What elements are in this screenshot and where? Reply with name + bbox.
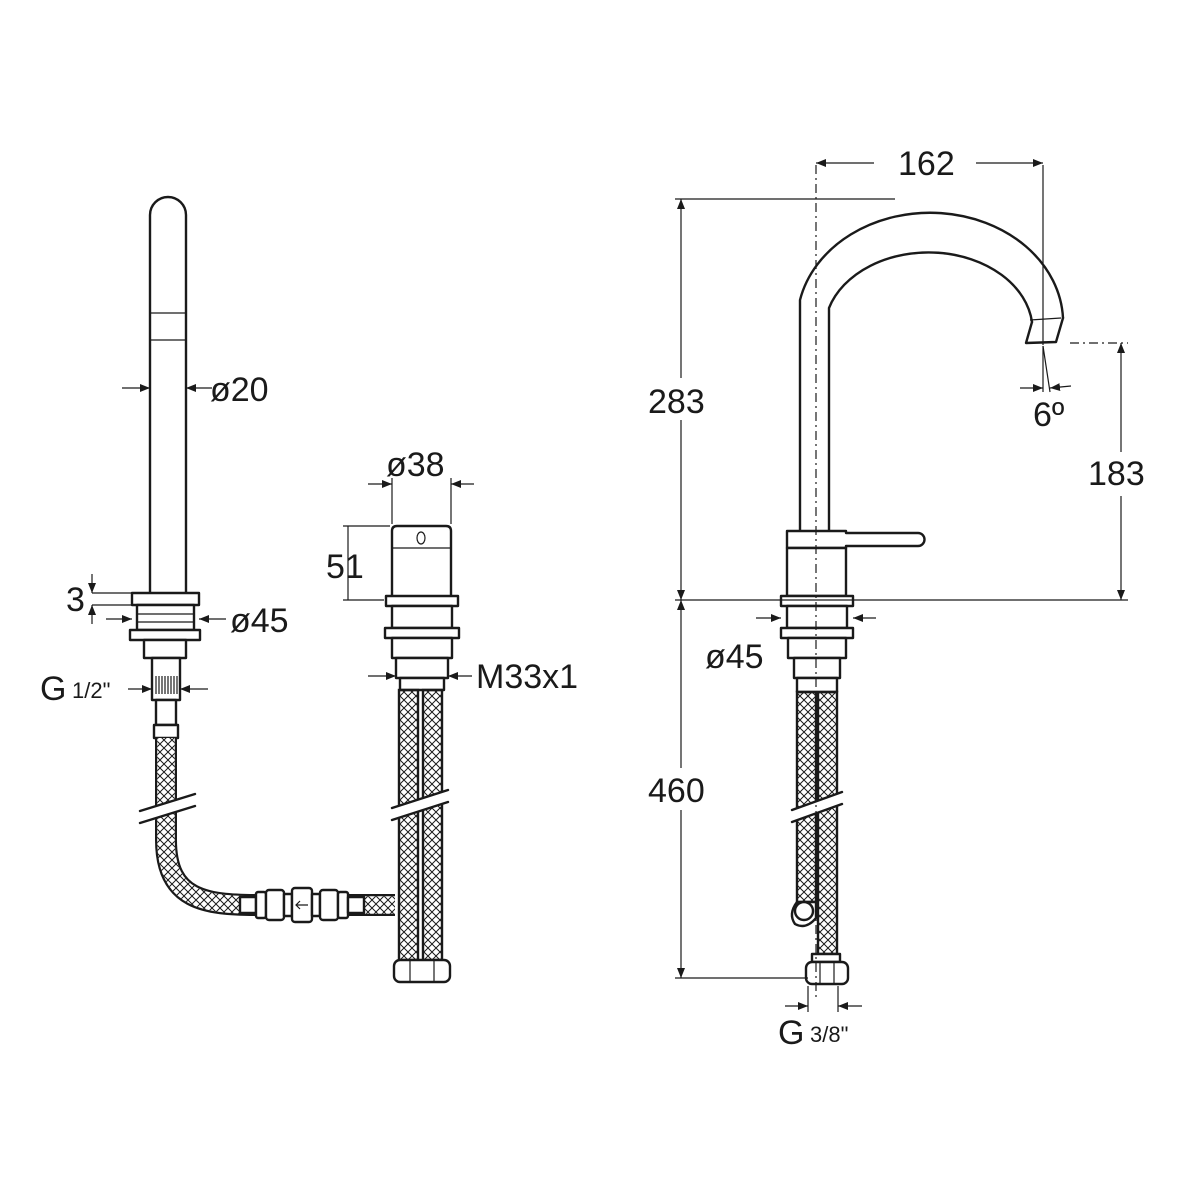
dim-base-diameter-side: ø45 — [705, 638, 764, 676]
dim-hose-length: 460 — [648, 772, 705, 810]
dim-handle-thread: M33x1 — [476, 658, 578, 696]
braided-hoses-handle — [390, 688, 452, 984]
hose-connector — [238, 886, 366, 924]
dim-escutcheon-thickness: 3 — [66, 581, 85, 619]
tap-side-view — [779, 165, 1065, 1000]
braided-hose-spout — [138, 738, 395, 916]
dimension-lines — [88, 159, 1128, 1012]
spout-front-view — [128, 195, 202, 740]
dim-spout-angle: 6º — [1033, 396, 1064, 434]
dim-handle-diameter: ø38 — [386, 446, 445, 484]
dim-spout-height: 283 — [648, 383, 705, 421]
dim-handle-height: 51 — [326, 548, 364, 586]
dim-spout-thread-fraction: 1/2" — [72, 678, 110, 703]
dim-spout-base-diameter: ø45 — [230, 602, 289, 640]
dim-spout-reach: 162 — [898, 145, 955, 183]
handle-front-view — [383, 524, 461, 692]
dim-spout-outlet-height: 183 — [1088, 455, 1145, 493]
dim-hose-thread-fraction: 3/8" — [810, 1022, 848, 1047]
dim-hose-thread-g: G — [778, 1014, 804, 1052]
dim-spout-thread-g: G — [40, 670, 66, 708]
dim-spout-diameter: ø20 — [210, 371, 269, 409]
